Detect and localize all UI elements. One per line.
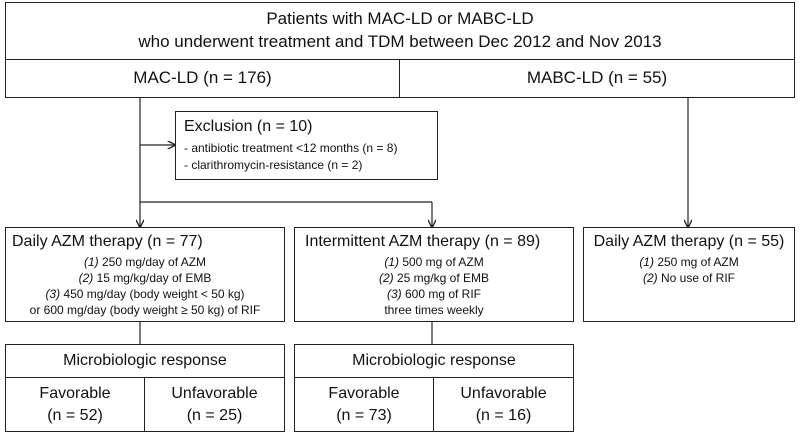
therapy-box-daily-mac xyxy=(5,227,285,322)
favorable-count: (n = 52) xyxy=(47,407,103,424)
unfavorable-count: (n = 25) xyxy=(186,407,243,424)
patients-box xyxy=(5,2,795,60)
exclusion-box xyxy=(175,111,438,180)
therapy-box-daily-mabc xyxy=(583,227,795,322)
therapy-line: (3) 600 mg of RIF xyxy=(386,287,482,301)
therapy-line: three times weekly xyxy=(384,303,484,317)
mac-ld-box xyxy=(5,59,400,98)
response-title-box xyxy=(294,344,574,378)
therapy-line: (1) 250 mg/day of AZM xyxy=(83,255,207,269)
therapy-box-intermittent xyxy=(294,227,574,322)
unfavorable-box xyxy=(144,377,285,432)
patients-title-line1: Patients with MAC-LD or MABC-LD xyxy=(266,9,534,28)
therapy-line: (2) 25 mg/kg of EMB xyxy=(378,271,490,285)
therapy-title: Daily AZM therapy (n = 77) xyxy=(12,233,203,250)
therapy-line: (1) 500 mg of AZM xyxy=(384,255,484,269)
favorable-box xyxy=(294,377,434,432)
exclusion-item: - clarithromycin-resistance (n = 2) xyxy=(184,158,363,172)
response-title: Microbiologic response xyxy=(352,352,516,369)
therapy-title: Daily AZM therapy (n = 55) xyxy=(593,233,785,250)
favorable-label: Favorable xyxy=(328,385,400,402)
mabc-ld-box xyxy=(399,59,795,98)
therapy-title: Intermittent AZM therapy (n = 89) xyxy=(305,233,541,250)
patients-title-line2: who underwent treatment and TDM between … xyxy=(138,32,662,51)
therapy-line: (1) 250 mg of AZM xyxy=(639,255,739,269)
therapy-line: (2) No use of RIF xyxy=(642,271,736,285)
unfavorable-label: Unfavorable xyxy=(460,385,547,402)
mabc-ld-label: MABC-LD (n = 55) xyxy=(526,68,668,87)
therapy-line: (3) 450 mg/day (body weight < 50 kg) xyxy=(45,287,245,301)
unfavorable-label: Unfavorable xyxy=(171,385,258,402)
response-title: Microbiologic response xyxy=(63,352,227,369)
favorable-box xyxy=(5,377,145,432)
mac-ld-label: MAC-LD (n = 176) xyxy=(133,68,272,87)
unfavorable-count: (n = 16) xyxy=(475,407,532,424)
exclusion-title: Exclusion (n = 10) xyxy=(184,118,313,135)
exclusion-item: - antibiotic treatment <12 months (n = 8… xyxy=(184,141,398,155)
therapy-line: (2) 15 mg/kg/day of EMB xyxy=(78,271,212,285)
favorable-count: (n = 73) xyxy=(336,407,392,424)
favorable-label: Favorable xyxy=(39,385,111,402)
unfavorable-box xyxy=(433,377,574,432)
therapy-line: or 600 mg/day (body weight ≥ 50 kg) of R… xyxy=(29,303,261,317)
